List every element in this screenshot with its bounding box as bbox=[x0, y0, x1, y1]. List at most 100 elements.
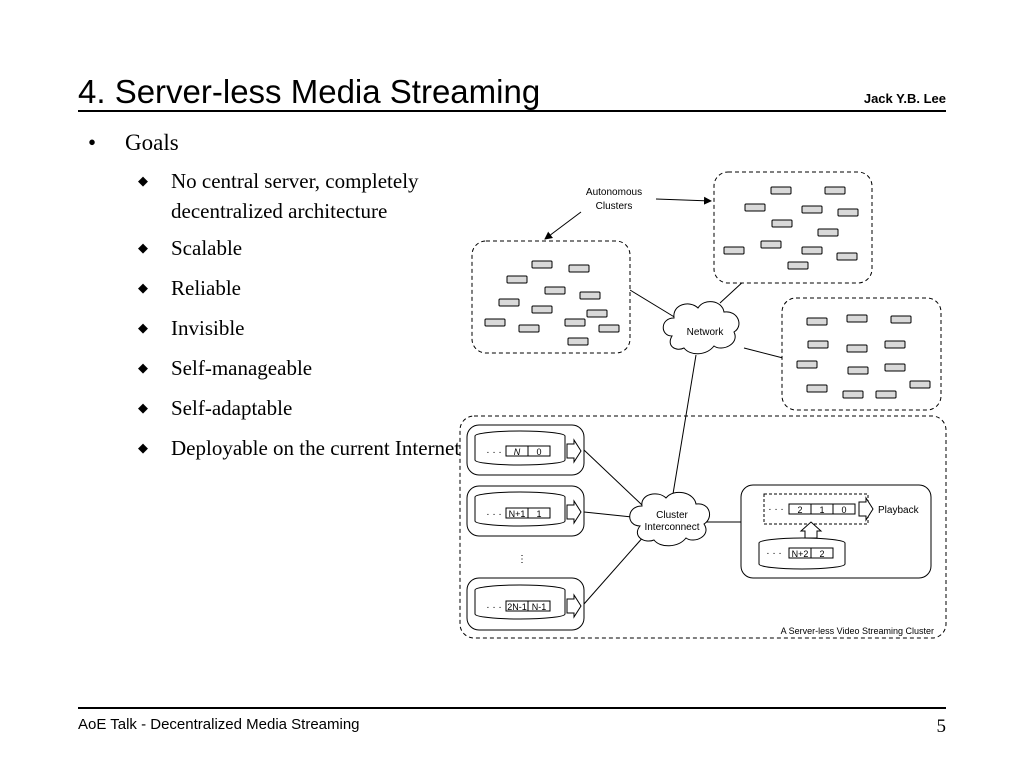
diamond-bullet-icon: ◆ bbox=[138, 240, 148, 255]
cluster-caption: A Server-less Video Streaming Cluster bbox=[781, 626, 934, 636]
buffer-dots: · · · bbox=[486, 602, 502, 613]
playback-arrow-icon bbox=[858, 496, 874, 522]
block-label: 0 bbox=[841, 505, 846, 515]
goal-item: ◆Self-manageable bbox=[138, 353, 488, 386]
vertical-ellipsis: ⋮ bbox=[517, 554, 527, 565]
block-label: N+2 bbox=[792, 549, 809, 559]
buffer-dots: · · · bbox=[486, 447, 502, 458]
cluster-interconnect-cloud-icon bbox=[629, 491, 711, 547]
peer-node bbox=[824, 186, 846, 195]
block-label: 2N-1 bbox=[507, 602, 527, 612]
goals-list: • Goals ◆No central server, completely d… bbox=[88, 128, 488, 473]
diamond-bullet-icon: ◆ bbox=[138, 440, 148, 455]
output-arrow-icon bbox=[566, 593, 582, 619]
network-cloud-icon bbox=[662, 301, 740, 355]
autonomous-clusters-label: Clusters bbox=[596, 201, 633, 212]
peer-node bbox=[807, 340, 829, 349]
autonomous-clusters-label: Autonomous bbox=[586, 187, 642, 198]
peer-node bbox=[806, 384, 828, 393]
autonomous-cluster-top-right bbox=[713, 171, 873, 284]
page-number: 5 bbox=[936, 716, 947, 737]
bullet-icon: • bbox=[88, 130, 97, 155]
streaming-node-3: · · · 2N-1 N-1 bbox=[466, 577, 585, 631]
block-label: N bbox=[514, 447, 521, 457]
autonomous-cluster-left bbox=[471, 240, 631, 354]
block-label: N+1 bbox=[509, 509, 526, 519]
diamond-bullet-icon: ◆ bbox=[138, 280, 148, 295]
peer-node bbox=[806, 317, 828, 326]
goal-item: ◆Reliable bbox=[138, 273, 488, 306]
callout-arrow bbox=[544, 211, 582, 240]
peer-node bbox=[801, 246, 823, 255]
peer-node bbox=[498, 298, 520, 307]
goals-heading-row: • Goals bbox=[88, 128, 488, 158]
peer-node bbox=[787, 261, 809, 270]
buffer-dots: · · · bbox=[766, 548, 782, 559]
output-arrow-icon bbox=[566, 499, 582, 525]
playback-label: Playback bbox=[878, 505, 920, 516]
streaming-cluster-container bbox=[459, 415, 947, 639]
peer-node bbox=[842, 390, 864, 399]
goal-item: ◆Self-adaptable bbox=[138, 393, 488, 426]
peer-node bbox=[744, 203, 766, 212]
peer-node bbox=[484, 318, 506, 327]
peer-node bbox=[564, 318, 586, 327]
block-label: N-1 bbox=[532, 602, 547, 612]
peer-node bbox=[846, 314, 868, 323]
up-arrow-icon bbox=[799, 521, 823, 539]
slide-title: 4. Server-less Media Streaming bbox=[78, 73, 541, 110]
peer-node bbox=[568, 264, 590, 273]
peer-node bbox=[770, 186, 792, 195]
diamond-bullet-icon: ◆ bbox=[138, 360, 148, 375]
block-label: 0 bbox=[536, 447, 541, 457]
peer-node bbox=[586, 309, 608, 318]
block-label: 2 bbox=[797, 505, 802, 515]
peer-node bbox=[884, 363, 906, 372]
goal-item: ◆Deployable on the current Internet bbox=[138, 433, 488, 466]
output-arrow-icon bbox=[566, 438, 582, 464]
peer-node bbox=[506, 275, 528, 284]
footer-divider bbox=[78, 707, 946, 709]
peer-node bbox=[817, 228, 839, 237]
block-label: 1 bbox=[819, 505, 824, 515]
goals-heading: Goals bbox=[125, 130, 179, 155]
network-label: Network bbox=[687, 327, 725, 338]
peer-node bbox=[875, 390, 897, 399]
block-label: 2 bbox=[819, 549, 824, 559]
buffer-dots: · · · bbox=[486, 509, 502, 520]
goal-item: ◆Invisible bbox=[138, 313, 488, 346]
peer-node bbox=[909, 380, 931, 389]
streaming-node-1: · · · N 0 bbox=[466, 424, 585, 476]
peer-node bbox=[518, 324, 540, 333]
peer-node bbox=[567, 337, 589, 346]
peer-node bbox=[796, 360, 818, 369]
peer-node bbox=[836, 252, 858, 261]
peer-node bbox=[846, 344, 868, 353]
footer-text: AoE Talk - Decentralized Media Streaming bbox=[78, 716, 360, 733]
author-name: Jack Y.B. Lee bbox=[863, 91, 946, 106]
streaming-node-2: · · · N+1 1 bbox=[466, 485, 585, 537]
peer-node bbox=[837, 208, 859, 217]
peer-node bbox=[544, 286, 566, 295]
peer-node bbox=[884, 340, 906, 349]
block-label: 1 bbox=[536, 509, 541, 519]
peer-node bbox=[847, 366, 869, 375]
goal-item: ◆No central server, completely decentral… bbox=[138, 166, 488, 226]
peer-node bbox=[890, 315, 912, 324]
peer-node bbox=[579, 291, 601, 300]
interconnect-label: Cluster bbox=[656, 510, 688, 521]
peer-node bbox=[801, 205, 823, 214]
diamond-bullet-icon: ◆ bbox=[138, 320, 148, 335]
peer-node bbox=[531, 305, 553, 314]
goal-item: ◆Scalable bbox=[138, 233, 488, 266]
peer-node bbox=[598, 324, 620, 333]
diamond-bullet-icon: ◆ bbox=[138, 400, 148, 415]
peer-node bbox=[760, 240, 782, 249]
playback-node: · · · 2 1 0 Playback · · · N+2 2 bbox=[740, 484, 932, 579]
interconnect-label: Interconnect bbox=[644, 522, 699, 533]
peer-node bbox=[771, 219, 793, 228]
peer-node bbox=[531, 260, 553, 269]
autonomous-cluster-bottom-right bbox=[781, 297, 942, 411]
callout-arrow bbox=[655, 196, 712, 205]
